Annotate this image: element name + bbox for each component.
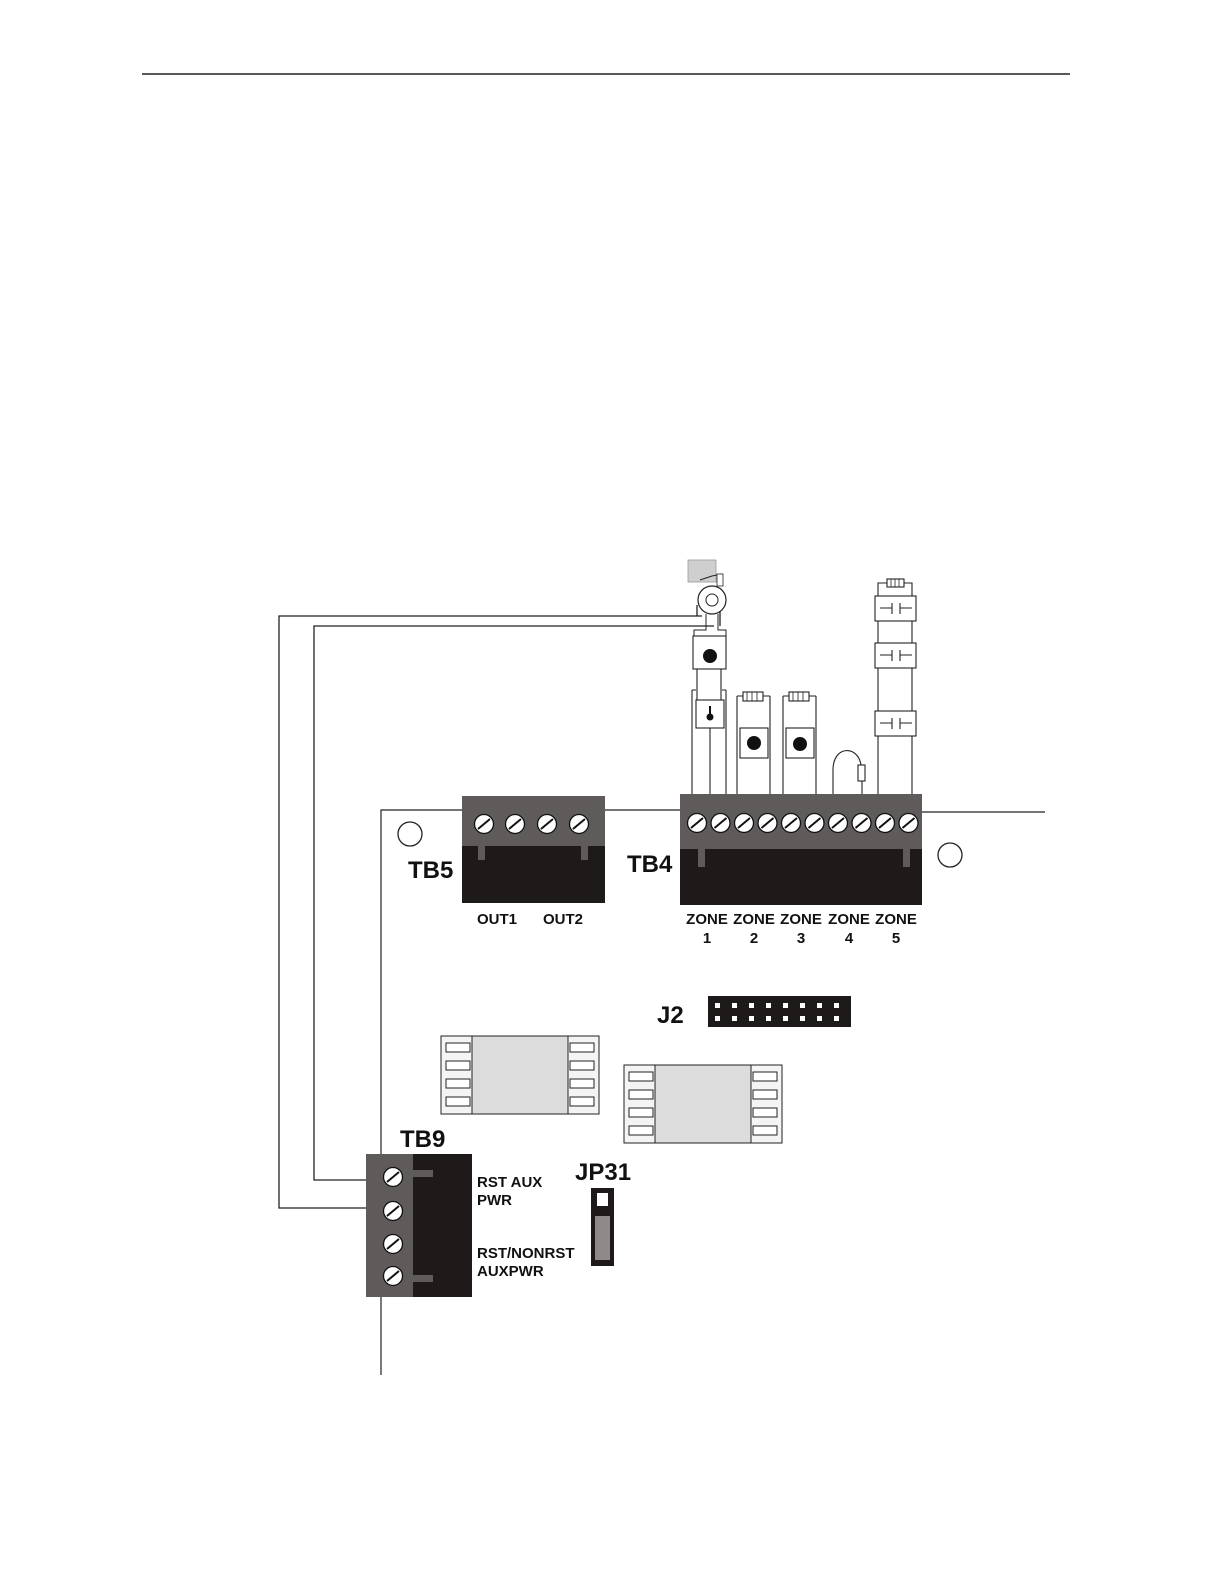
tb4-screw-9	[876, 814, 895, 833]
tb5-screw-1	[475, 815, 494, 834]
tb4-zone-word: ZONE	[875, 911, 917, 928]
tb4-screw-5	[782, 814, 801, 833]
tb9-screw-3	[384, 1235, 403, 1254]
j2-pin	[766, 1016, 771, 1021]
zone4-eol-resistor	[833, 751, 865, 796]
zone3-pull-station-button	[793, 737, 807, 751]
tb5-label: TB5	[408, 857, 453, 884]
j2-pin	[732, 1016, 737, 1021]
tb4-zone-word: ZONE	[828, 911, 870, 928]
j2-pin	[766, 1003, 771, 1008]
j2-pin	[817, 1016, 822, 1021]
j2-pin	[732, 1003, 737, 1008]
tb9-screw-1	[384, 1168, 403, 1187]
tb4-zone-word: ZONE	[733, 911, 775, 928]
j2-pin	[715, 1003, 720, 1008]
tb4-screw-1	[688, 814, 707, 833]
tb4-terminal-block	[680, 794, 922, 905]
jp31-jumper	[591, 1188, 614, 1266]
tb4-zone-number: 4	[845, 930, 854, 947]
j2-pin	[749, 1003, 754, 1008]
mounting-hole-right	[938, 843, 962, 867]
tb4-screw-4	[758, 814, 777, 833]
tb4-screw-2	[711, 814, 730, 833]
j2-label: J2	[657, 1002, 684, 1029]
tb4-zone-number: 5	[892, 930, 900, 947]
tb4-screw-7	[829, 814, 848, 833]
ic-socket-left	[441, 1036, 599, 1114]
j2-pin-header	[708, 996, 851, 1027]
tb5-screw-3	[538, 815, 557, 834]
j2-pin	[834, 1003, 839, 1008]
j2-pin	[749, 1016, 754, 1021]
j2-pin	[783, 1016, 788, 1021]
tb4-zone-word: ZONE	[780, 911, 822, 928]
tb9-nonrst-line2: AUXPWR	[477, 1263, 544, 1280]
zone2-pull-station-button	[747, 736, 761, 750]
j2-pin	[783, 1003, 788, 1008]
mounting-hole-left	[398, 822, 422, 846]
tb4-zone-number: 3	[797, 930, 805, 947]
j2-pin	[800, 1003, 805, 1008]
tb9-nonrst-line1: RST/NONRST	[477, 1245, 575, 1262]
tb9-label: TB9	[400, 1126, 445, 1153]
ic-sockets	[441, 1036, 782, 1143]
zone1-pull-station-button	[703, 649, 717, 663]
tb4-zone-word: ZONE	[686, 911, 728, 928]
tb9-rst-aux-line2: PWR	[477, 1192, 512, 1209]
j2-pin	[800, 1016, 805, 1021]
tb4-label: TB4	[627, 851, 673, 878]
tb4-screw-10	[899, 814, 918, 833]
tb5-terminal-block	[462, 796, 605, 903]
tb4-zone-number: 1	[703, 930, 711, 947]
zone5-contact-chain	[875, 579, 916, 796]
tb5-out2-label: OUT2	[543, 911, 583, 928]
tb9-rst-aux-line1: RST AUX	[477, 1174, 542, 1191]
tb9-terminal-block	[366, 1154, 472, 1297]
j2-pin	[834, 1016, 839, 1021]
tb5-screw-4	[570, 815, 589, 834]
tb4-screw-6	[805, 814, 824, 833]
tb4-screw-8	[852, 814, 871, 833]
tb9-screw-4	[384, 1267, 403, 1286]
tb5-screw-2	[506, 815, 525, 834]
tb4-zone-number: 2	[750, 930, 758, 947]
ic-socket-right	[624, 1065, 782, 1143]
jp31-label: JP31	[575, 1159, 631, 1186]
tb5-out1-label: OUT1	[477, 911, 517, 928]
tb4-screw-3	[735, 814, 754, 833]
tb4-zone-labels: ZONE 1 ZONE 2 ZONE 3 ZONE 4 ZONE 5	[686, 911, 917, 947]
j2-pin	[715, 1016, 720, 1021]
tb9-screw-2	[384, 1202, 403, 1221]
j2-pin	[817, 1003, 822, 1008]
